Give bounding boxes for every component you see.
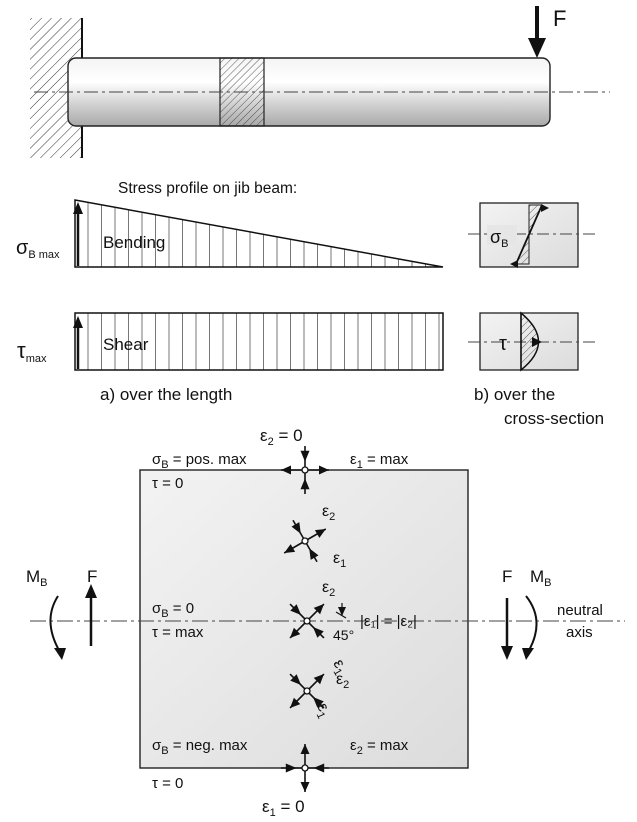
strain-cross-top-arrow-head [319,465,329,475]
bottom-center-label: ε1 = 0 [262,797,305,819]
left-force-label: F [87,567,97,586]
right-moment-arc [525,595,538,653]
strain-cross-lower-arrow-head [312,696,324,708]
strain-cross-bottom-arrow-head [285,763,297,773]
mid-left-line1: σB = 0 [152,600,194,620]
cantilever-beam: F [30,6,610,158]
left-force-arrowhead [85,584,97,598]
strain-cross-top-arrow-head [300,450,310,462]
shear-max-arrowhead [73,316,83,328]
strain-cross-mid [289,603,325,639]
strain-cross-bottom-arrow-head [300,744,310,754]
stress-element: ε2 = 0 σB = pos. max τ = 0 ε1 = max σB =… [30,426,625,819]
strain-cross-bottom [281,744,329,792]
right-moment-force: F MB neutral axis [501,567,603,660]
cs-bending-arrow-bottom [510,260,518,268]
right-force-arrowhead [501,646,513,660]
eps2-label-mid: ε2 [322,579,335,599]
left-moment-arrowhead [54,648,66,660]
strain-cross-lower-node [303,687,311,695]
cross-section-shear: τ [468,311,596,372]
strain-cross-mid-arrow-head [312,626,324,638]
top-right-label: ε1 = max [350,451,409,471]
strain-cross-mid-arrow-head [313,604,324,615]
shear-rectangle [74,312,444,371]
strain-cross-mid-arrow-head [290,627,301,638]
left-moment-label: MB [26,567,48,589]
strain-cross-bottom-arrow-head [300,782,310,792]
strain-cross-top [281,446,329,494]
caption-over-length: a) over the length [100,385,232,404]
cs-shear-arrow [532,337,542,347]
bending-profile: Bending σB max [16,199,444,268]
strain-cross-upper-arrow-head [314,529,326,538]
bottom-right-label: ε2 = max [350,737,409,757]
strain-cross-top-arrow-head [300,478,310,490]
strain-cross-upper-node [301,537,309,545]
cs-shear-symbol: τ [499,333,507,355]
right-moment-label: MB [530,567,552,589]
strain-cross-top-node [301,466,309,474]
mid-right-equality: |ε₁| = |ε₂| [360,613,417,630]
right-moment-arrowhead [522,648,534,660]
top-left-line2: τ = 0 [152,475,183,492]
eps2-label-lower: ε2 [336,671,349,691]
bottom-left-line1: σB = neg. max [152,737,248,757]
strain-cross-bottom-arrow-head [313,763,325,773]
cs-bending-label-bg [487,225,517,245]
shear-profile: Shear τmax [17,312,444,371]
strain-cross-mid-node [303,617,311,625]
angle-label: 45° [333,627,354,643]
left-moment-arc [49,595,61,653]
left-moment-force: MB F [26,567,97,660]
caption-cross-section-2: cross-section [504,409,604,428]
strain-cross-bottom-node [301,764,309,772]
strain-cross-upper [283,519,327,563]
eps1-label-upper: ε1 [333,550,346,570]
strain-cross-lower [289,673,325,709]
right-force-label: F [502,567,512,586]
bending-max-symbol: σB max [16,237,60,261]
shear-max-symbol: τmax [17,338,47,365]
top-left-line1: σB = pos. max [152,451,247,471]
bending-max-arrowhead [73,202,83,214]
strain-cross-upper-arrow-head [309,548,319,560]
beam-force-label: F [553,6,566,31]
cs-bending-gradient-line [515,204,543,265]
bending-label: Bending [103,233,165,252]
cross-section-bending: σB [468,202,596,268]
caption-cross-section-1: b) over the [474,385,555,404]
strain-cross-lower-arrow-head [313,674,324,685]
cs-bending-arrow-top [541,204,549,212]
shear-label: Shear [103,335,149,354]
neutral-label: neutral [557,602,603,619]
strain-cross-mid-arrow-head [290,604,302,616]
eps2-label-upper: ε2 [322,503,335,523]
strain-cross-lower-arrow-head [290,674,302,686]
bottom-left-line2: τ = 0 [152,775,183,792]
strain-cross-top-arrow-head [281,465,291,475]
beam-force-arrowhead [528,38,546,58]
axis-label: axis [566,624,593,641]
cs-bending-symbol: σB [490,227,508,250]
strain-cross-upper-arrow-head [291,522,301,534]
strain-cross-lower-arrow-head [290,697,301,708]
top-center-label: ε2 = 0 [260,426,303,448]
mid-left-line2: τ = max [152,624,204,641]
bending-triangle [74,199,444,268]
profile-title: Stress profile on jib beam: [118,180,297,197]
strain-cross-upper-arrow-head [284,544,296,553]
